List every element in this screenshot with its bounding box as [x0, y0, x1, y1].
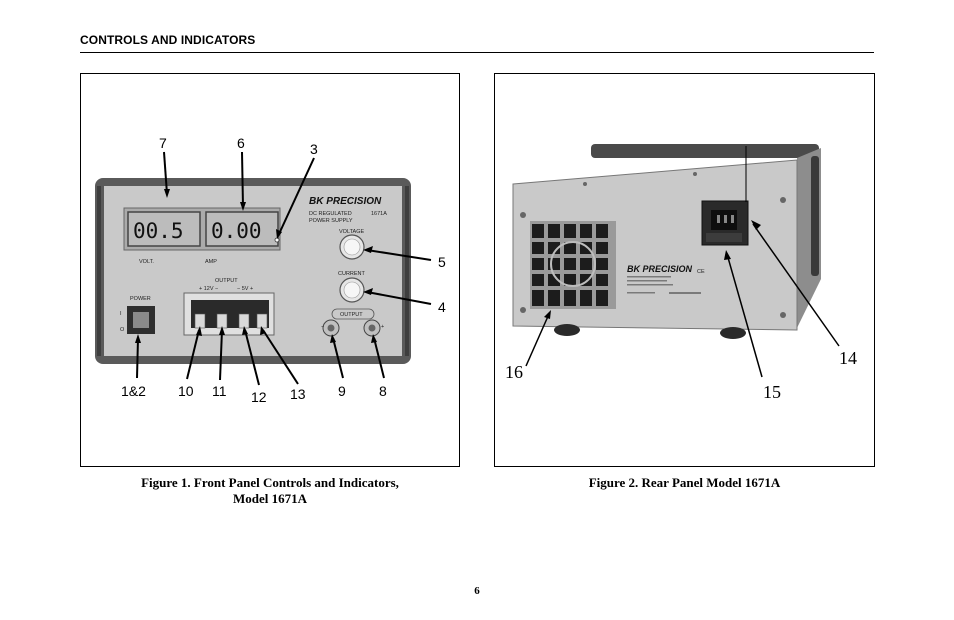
- rear-callout-leaders: [525, 223, 840, 378]
- panel-subtitle-1: DC REGULATED: [309, 211, 352, 217]
- current-label: CURRENT: [338, 271, 366, 277]
- terminal-left-label: + 12V −: [199, 286, 218, 292]
- callout-16: 16: [505, 362, 523, 382]
- front-panel-photo: 00.5 0.00 VOLT. AMP BK PRECISION 1671A D…: [95, 135, 446, 405]
- amp-label: AMP: [205, 259, 217, 265]
- callout-3: 3: [310, 141, 318, 157]
- fan-grille: [530, 221, 616, 309]
- callout-15: 15: [763, 382, 781, 402]
- figure-2-caption-line: Figure 2. Rear Panel Model 1671A: [588, 475, 781, 490]
- figure-1-caption: Figure 1. Front Panel Controls and Indic…: [80, 475, 460, 507]
- callout-4: 4: [438, 299, 446, 315]
- callout-leaders: [136, 151, 432, 386]
- figure-2-caption: Figure 2. Rear Panel Model 1671A: [494, 475, 875, 491]
- callout-6: 6: [237, 135, 245, 151]
- callout-12: 12: [251, 389, 267, 405]
- terminal-10[interactable]: [194, 313, 206, 329]
- rear-housing-top: [591, 144, 819, 158]
- fuse-holder: [706, 233, 742, 242]
- terminal-13[interactable]: [256, 313, 268, 329]
- terminal-right-label: − 5V +: [237, 286, 253, 292]
- callout-5: 5: [438, 254, 446, 270]
- rear-foot-left: [554, 324, 580, 336]
- figure-1-caption-line-2: Model 1671A: [232, 491, 308, 506]
- volt-display: [127, 211, 201, 247]
- callout-13: 13: [290, 386, 306, 402]
- model-label: 1671A: [371, 211, 387, 217]
- header-rule: [80, 52, 874, 53]
- rear-foot-right: [720, 327, 746, 339]
- amp-display: [205, 211, 279, 247]
- rear-panel-photo: BK PRECISION CE 14 15 1: [505, 144, 857, 402]
- figure-1-caption-line-1: Figure 1. Front Panel Controls and Indic…: [141, 475, 399, 490]
- output-plus: +: [381, 324, 384, 330]
- terminal-12[interactable]: [238, 313, 250, 329]
- volt-readout: 00.5: [133, 219, 184, 243]
- callout-11: 11: [212, 383, 227, 399]
- callout-8: 8: [379, 383, 387, 399]
- rear-brand-logo: BK PRECISION: [627, 264, 693, 274]
- output-minus: −: [321, 324, 324, 330]
- brand-logo: BK PRECISION: [309, 196, 382, 207]
- rear-label-text: [627, 276, 701, 294]
- page-number: 6: [474, 585, 480, 597]
- power-label: POWER: [130, 296, 151, 302]
- power-off-mark: O: [120, 327, 125, 333]
- amp-readout: 0.00: [211, 219, 262, 243]
- figure-front-panel: 00.5 0.00 VOLT. AMP BK PRECISION 1671A D…: [80, 73, 460, 467]
- callout-1and2: 1&2: [121, 383, 146, 399]
- output-label: OUTPUT: [215, 278, 238, 284]
- ce-mark: CE: [697, 269, 705, 275]
- power-on-mark: I: [120, 311, 122, 317]
- terminal-11[interactable]: [216, 313, 228, 329]
- callout-7: 7: [159, 135, 167, 151]
- callout-14: 14: [839, 348, 857, 368]
- panel-subtitle-2: POWER SUPPLY: [309, 218, 353, 224]
- volt-label: VOLT.: [139, 259, 154, 265]
- section-title: CONTROLS AND INDICATORS: [80, 33, 256, 47]
- rear-screws: [520, 172, 786, 318]
- figure-rear-panel: BK PRECISION CE 14 15 1: [494, 73, 875, 467]
- output-button-label: OUTPUT: [340, 312, 363, 318]
- voltage-label: VOLTAGE: [339, 229, 364, 235]
- callout-9: 9: [338, 383, 346, 399]
- callout-10: 10: [178, 383, 194, 399]
